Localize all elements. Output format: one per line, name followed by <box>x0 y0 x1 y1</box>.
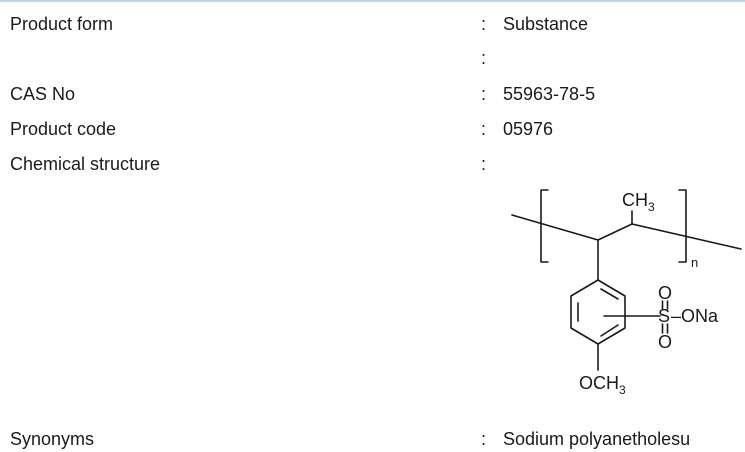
ring-double-bond-top <box>600 288 619 300</box>
product-form-value: Substance <box>503 14 589 34</box>
sulfur-atom: S <box>658 306 670 326</box>
cas-no-row: CAS No : 55963-78-5 <box>0 82 745 106</box>
cas-no-label: CAS No <box>10 84 76 104</box>
methyl-label: CH3 <box>622 190 655 214</box>
sulfonyl-oxygen-bottom: O <box>658 332 672 352</box>
ring-double-bond-bottom <box>600 324 619 337</box>
chemical-structure-colon: : <box>481 154 487 174</box>
benzene-ring <box>570 279 626 345</box>
cas-no-value: 55963-78-5 <box>503 84 596 104</box>
product-form-row: Product form : Substance <box>0 12 745 36</box>
backbone-middle-bond <box>597 223 633 241</box>
sulfonyl-oxygen-top: O <box>658 283 672 303</box>
synonyms-label: Synonyms <box>10 429 95 449</box>
empty-row: : <box>0 46 745 70</box>
chemical-structure-diagram: CH3 n O S –ONa O OCH3 <box>511 189 742 397</box>
product-form-colon: : <box>481 14 487 34</box>
methoxy-label: OCH3 <box>579 373 626 397</box>
right-bracket <box>678 189 687 263</box>
repeat-subscript: n <box>691 255 698 270</box>
structure-bonds <box>511 189 742 371</box>
synonyms-row: Synonyms : Sodium polyanetholesu <box>0 427 745 451</box>
product-form-label: Product form <box>10 14 114 34</box>
sodium-oxide-label: –ONa <box>671 306 719 326</box>
product-code-value: 05976 <box>503 119 554 139</box>
synonyms-colon: : <box>481 429 487 449</box>
cas-no-colon: : <box>481 84 487 104</box>
synonyms-value: Sodium polyanetholesu <box>503 429 691 449</box>
product-code-colon: : <box>481 119 487 139</box>
top-divider <box>0 0 745 2</box>
chemical-structure-label: Chemical structure <box>10 154 161 174</box>
product-code-label: Product code <box>10 119 117 139</box>
product-code-row: Product code : 05976 <box>0 117 745 141</box>
backbone-left-bond <box>511 214 599 241</box>
empty-colon: : <box>481 48 487 68</box>
chemical-structure-row: Chemical structure : <box>0 152 745 176</box>
left-bracket <box>540 189 549 263</box>
